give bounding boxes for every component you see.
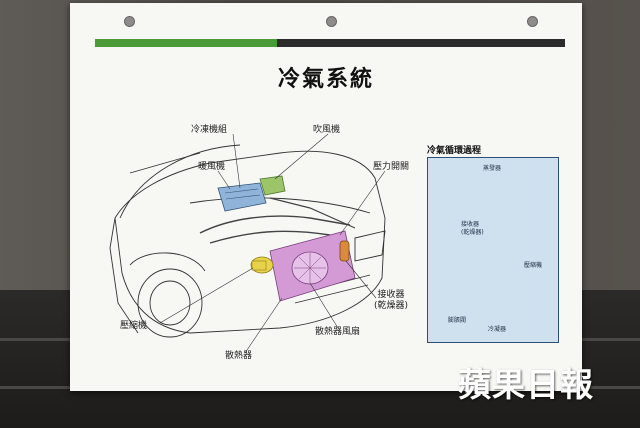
label-heater: 暖風機 [198,162,226,172]
cycle-label-expansion-valve: 膨脹閥 [448,317,467,324]
label-receiver: 接收器 (乾燥器) [372,290,410,312]
hang-hole [527,16,538,27]
label-pressure-switch: 壓力開關 [373,162,410,172]
hang-hole [326,16,337,27]
cycle-label-evaporator: 蒸發器 [483,165,502,172]
poster-title: 冷氣系統 [277,67,374,92]
cycle-label-receiver: 接收器 (乾燥器) [461,221,484,237]
header-band-green [95,39,277,47]
label-compressor: 壓縮機 [120,321,148,331]
cycle-label-compressor: 壓縮機 [524,262,543,269]
poster-board: 冷氣系統 [70,3,582,391]
cycle-panel: 蒸發器 接收器 (乾燥器) 壓縮機 膨脹閥 冷凝器 [427,157,559,343]
cycle-label-receiver-line1: 接收器 [461,221,480,228]
watermark-logo: 蘋果日報 [458,365,594,404]
cycle-label-receiver-line2: (乾燥器) [461,229,484,236]
label-receiver-line1: 接收器 [377,290,405,300]
label-blower: 吹風機 [313,125,341,135]
hang-hole [124,16,135,27]
label-condenser-fan: 散熱器風扇 [315,327,361,337]
label-condenser: 散熱器 [225,351,253,361]
header-band [95,39,565,47]
header-band-black [277,39,565,47]
label-evaporator-unit: 冷凍機組 [191,125,228,135]
cycle-label-condenser: 冷凝器 [488,326,507,333]
label-receiver-line2: (乾燥器) [373,301,409,311]
cycle-title: 冷氣循環過程 [427,146,482,156]
